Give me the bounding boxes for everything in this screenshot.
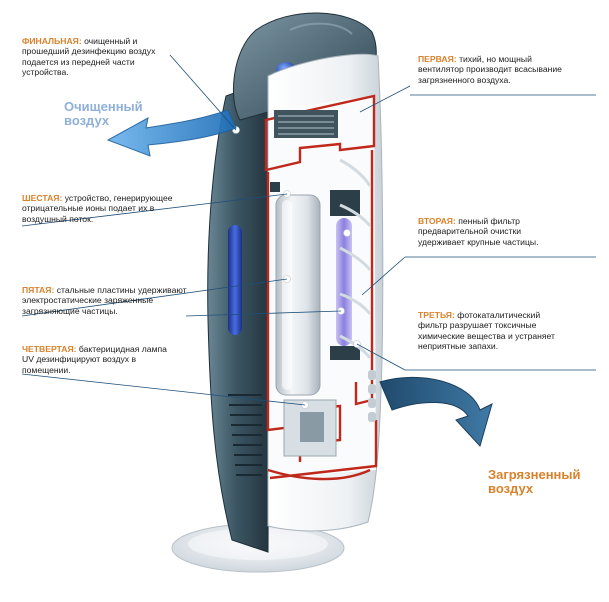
stage-final-title: ФИНАЛЬНАЯ: [22, 36, 82, 46]
internal-shelves [339, 158, 372, 359]
stage-first-callout: ПЕРВАЯ: тихий, но мощный вентилятор прои… [418, 54, 568, 85]
stage-fifth-title: ПЯТАЯ: [22, 285, 55, 295]
stage-fourth-text: бактерицидная лампа UV дезинфицируют воз… [22, 344, 167, 375]
dirty-air-label: Загрязненный воздух [488, 467, 581, 497]
stage-first-text: тихий, но мощный вентилятор производит в… [418, 54, 562, 85]
stage-third-title: ТРЕТЬЯ: [418, 310, 455, 320]
stage-fifth-callout: ПЯТАЯ: стальные пластины удерживают элек… [22, 285, 188, 316]
stage-final-text: очищенный и прошедший дезинфекцию воздух… [22, 36, 156, 78]
dirty-air-arrow [379, 376, 493, 447]
dirty-air-label-line2: воздух [488, 481, 534, 497]
front-blue-window [228, 225, 242, 335]
stage-sixth-title: ШЕСТАЯ: [22, 193, 63, 203]
stage-fourth-title: ЧЕТВЕРТАЯ: [22, 344, 77, 354]
bottom-intake-grille [228, 394, 262, 476]
stage-fifth-text: стальные пластины удерживают электростат… [22, 285, 187, 316]
dirty-air-label-line1: Загрязненный [488, 467, 581, 482]
stage-second-title: ВТОРАЯ: [418, 216, 456, 226]
clean-air-arrow [106, 109, 237, 157]
leader-lines [21, 54, 596, 406]
clean-air-label-line2: воздух [64, 113, 110, 129]
stage-fourth-callout: ЧЕТВЕРТАЯ: бактерицидная лампа UV дезинф… [22, 344, 168, 375]
stage-third-text: фотокаталитический фильтр разрушает токс… [418, 310, 555, 352]
stage-first-title: ПЕРВАЯ: [418, 54, 457, 64]
stage-second-callout: ВТОРАЯ: пенный фильтр предварительной оч… [418, 216, 564, 247]
ion-generator [270, 182, 280, 192]
stage-third-callout: ТРЕТЬЯ: фотокаталитический фильтр разруш… [418, 310, 568, 352]
electrostatic-plates [275, 194, 321, 396]
clean-air-label: Очищенный воздух [64, 99, 143, 129]
stage-second-text: пенный фильтр предварительной очистки уд… [418, 216, 539, 247]
fan-unit [274, 110, 338, 138]
side-intake-slots [368, 370, 376, 422]
stage-sixth-text: устройство, генерирующее отрицательные и… [22, 193, 173, 224]
lower-lamp-housing [283, 399, 337, 457]
stage-sixth-callout: ШЕСТАЯ: устройство, генерирующее отрицат… [22, 193, 188, 224]
stage-final-callout: ФИНАЛЬНАЯ: очищенный и прошедший дезинфе… [22, 36, 178, 78]
clean-air-label-line1: Очищенный [64, 99, 143, 114]
